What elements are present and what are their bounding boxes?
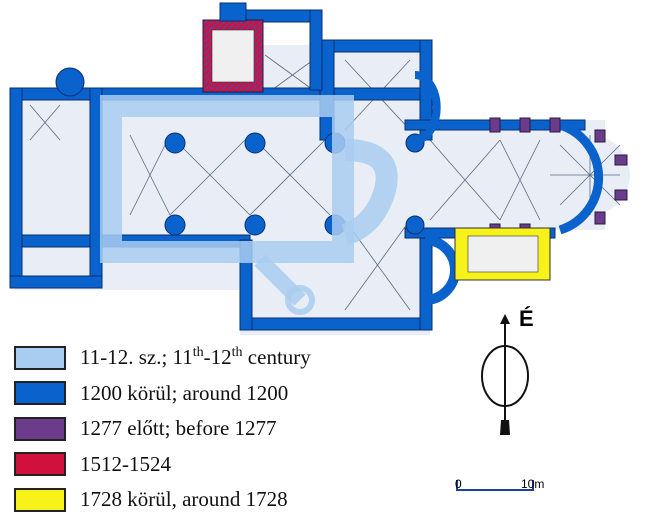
legend-swatch: [14, 452, 66, 477]
scale-end-label: 10m: [521, 477, 545, 491]
chapel-1512-1524: [202, 2, 264, 93]
legend-label: 1512-1524: [80, 451, 171, 476]
legend-label: 1200 körül; around 1200: [80, 380, 289, 405]
legend-swatch: [14, 487, 66, 512]
legend-item-1277: 1277 előtt; before 1277: [14, 411, 311, 447]
walls-1200: [9, 9, 586, 331]
scale-start-label: 0: [455, 477, 462, 491]
legend: 11-12. sz.; 11th-12th century 1200 körül…: [14, 340, 311, 518]
legend-label: 1728 körül, around 1728: [80, 487, 288, 512]
legend-swatch: [14, 416, 66, 441]
overlay-11-12-century: [100, 95, 398, 315]
north-label: É: [519, 306, 534, 331]
scale-bar: [456, 480, 534, 491]
legend-item-11-12-century: 11-12. sz.; 11th-12th century: [14, 340, 311, 376]
legend-swatch: [14, 381, 66, 406]
legend-item-1200: 1200 körül; around 1200: [14, 376, 311, 412]
legend-label: 11-12. sz.; 11th-12th century: [80, 345, 311, 370]
sacristy-1728: [454, 227, 551, 281]
north-arrow-icon: [481, 314, 529, 435]
legend-item-1512-1524: 1512-1524: [14, 447, 311, 483]
legend-label: 1277 előtt; before 1277: [80, 416, 277, 441]
church-floor-plan: [9, 2, 630, 335]
legend-item-1728: 1728 körül, around 1728: [14, 482, 311, 518]
legend-swatch: [14, 345, 66, 370]
